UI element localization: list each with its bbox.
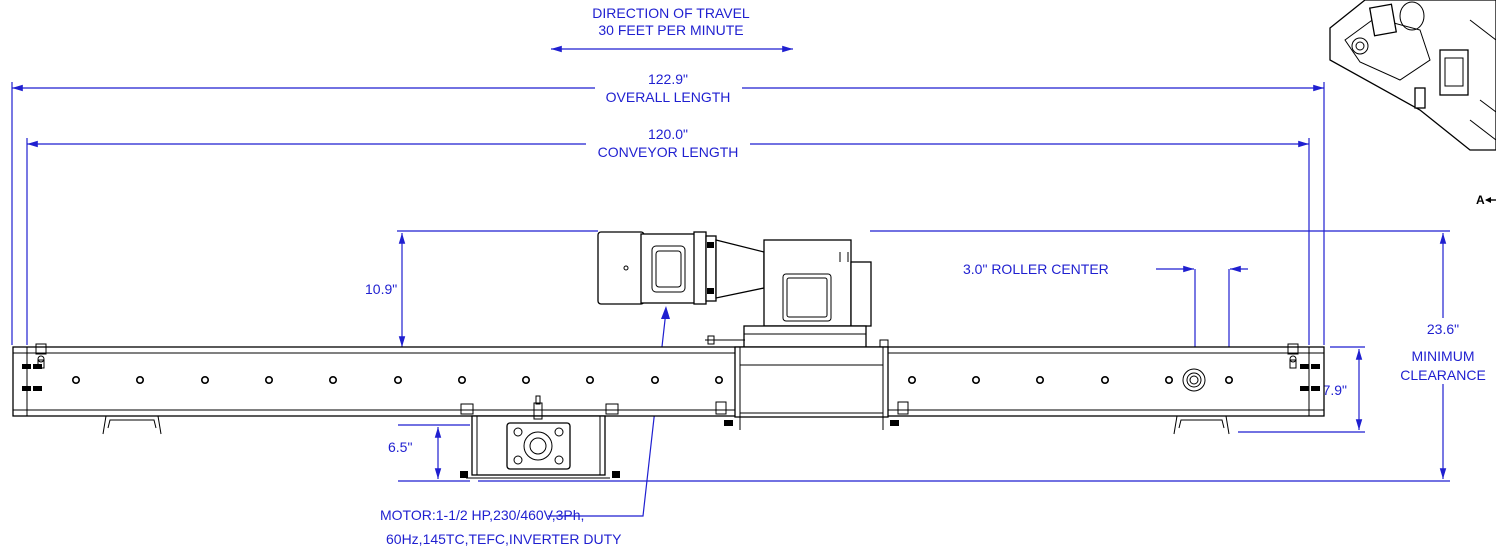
motor-height-dimension: 10.9" (365, 230, 598, 347)
conveyor-frame (12, 346, 1325, 417)
bearing-drop-dimension: 6.5" (388, 424, 470, 482)
support-foot-left (102, 415, 162, 435)
gearbox (763, 239, 852, 327)
drive-box (734, 346, 889, 418)
clearance-label-1: MINIMUM (1412, 348, 1475, 364)
travel-title: DIRECTION OF TRAVEL (592, 5, 750, 21)
conveyor-length-dimension: 120.0" CONVEYOR LENGTH (26, 126, 1310, 345)
bearing-housing (460, 395, 620, 479)
direction-of-travel: DIRECTION OF TRAVEL 30 FEET PER MINUTE (551, 5, 793, 53)
roller-center-label: 3.0" ROLLER CENTER (963, 261, 1109, 277)
roller-hole (971, 375, 980, 384)
roller-hole (1225, 375, 1234, 384)
gearbox-base (743, 325, 867, 348)
clearance-label-2: CLEARANCE (1400, 367, 1486, 383)
bearing-drop-value: 6.5" (388, 439, 412, 455)
roller-hole (72, 375, 81, 384)
overall-length-label: OVERALL LENGTH (606, 89, 731, 105)
travel-speed: 30 FEET PER MINUTE (598, 22, 743, 38)
motor-note-line1: MOTOR:1-1/2 HP,230/460V,3Ph, (380, 507, 584, 523)
frame-height-dimension: 7.9" (1238, 346, 1365, 433)
motor-note-line2: 60Hz,145TC,TEFC,INVERTER DUTY (386, 531, 622, 547)
end-bolts-right (1287, 343, 1320, 391)
callout-arrowhead (661, 306, 670, 319)
label-backdrop (1395, 318, 1495, 384)
motor-height-value: 10.9" (365, 281, 397, 297)
motor-end (640, 233, 697, 304)
roller-hole (650, 375, 659, 384)
roller-hole (1101, 375, 1110, 384)
motor-callout: MOTOR:1-1/2 HP,230/460V,3Ph, 60Hz,145TC,… (380, 306, 670, 547)
section-marker: A (1476, 193, 1496, 207)
roller-hole (585, 375, 594, 384)
motor-body (597, 231, 645, 305)
roller-hole (136, 375, 145, 384)
adapter (715, 239, 765, 299)
section-letter: A (1476, 193, 1485, 207)
end-bolts-left (22, 343, 47, 391)
roller-hole (457, 375, 466, 384)
roller-hole (328, 375, 337, 384)
overall-length-value: 122.9" (648, 71, 688, 87)
drive-enclosure (715, 346, 909, 430)
roller-hole (714, 375, 723, 384)
frame-height-value: 7.9" (1323, 382, 1347, 398)
conveyor-length-label: CONVEYOR LENGTH (598, 144, 739, 160)
isometric-preview (1329, 0, 1496, 151)
support-foot-right (1173, 415, 1230, 435)
roller-hole (1036, 375, 1045, 384)
drive-roller (1182, 368, 1206, 392)
roller-hole (201, 375, 210, 384)
roller-holes (72, 375, 1234, 384)
roller-hole (264, 375, 273, 384)
side-rail (12, 346, 1325, 417)
coupling-flange (693, 231, 707, 305)
roller-hole (1165, 375, 1174, 384)
drive-motor (597, 231, 889, 349)
roller-hole (393, 375, 402, 384)
minimum-clearance-dimension: 23.6" MINIMUM CLEARANCE (1395, 233, 1495, 479)
overall-length-dimension: 122.9" OVERALL LENGTH (11, 71, 1325, 345)
flange-bearing (506, 422, 571, 470)
roller-hole (521, 375, 530, 384)
conveyor-length-value: 120.0" (648, 126, 688, 142)
roller-hole (907, 375, 916, 384)
clearance-value: 23.6" (1427, 321, 1459, 337)
